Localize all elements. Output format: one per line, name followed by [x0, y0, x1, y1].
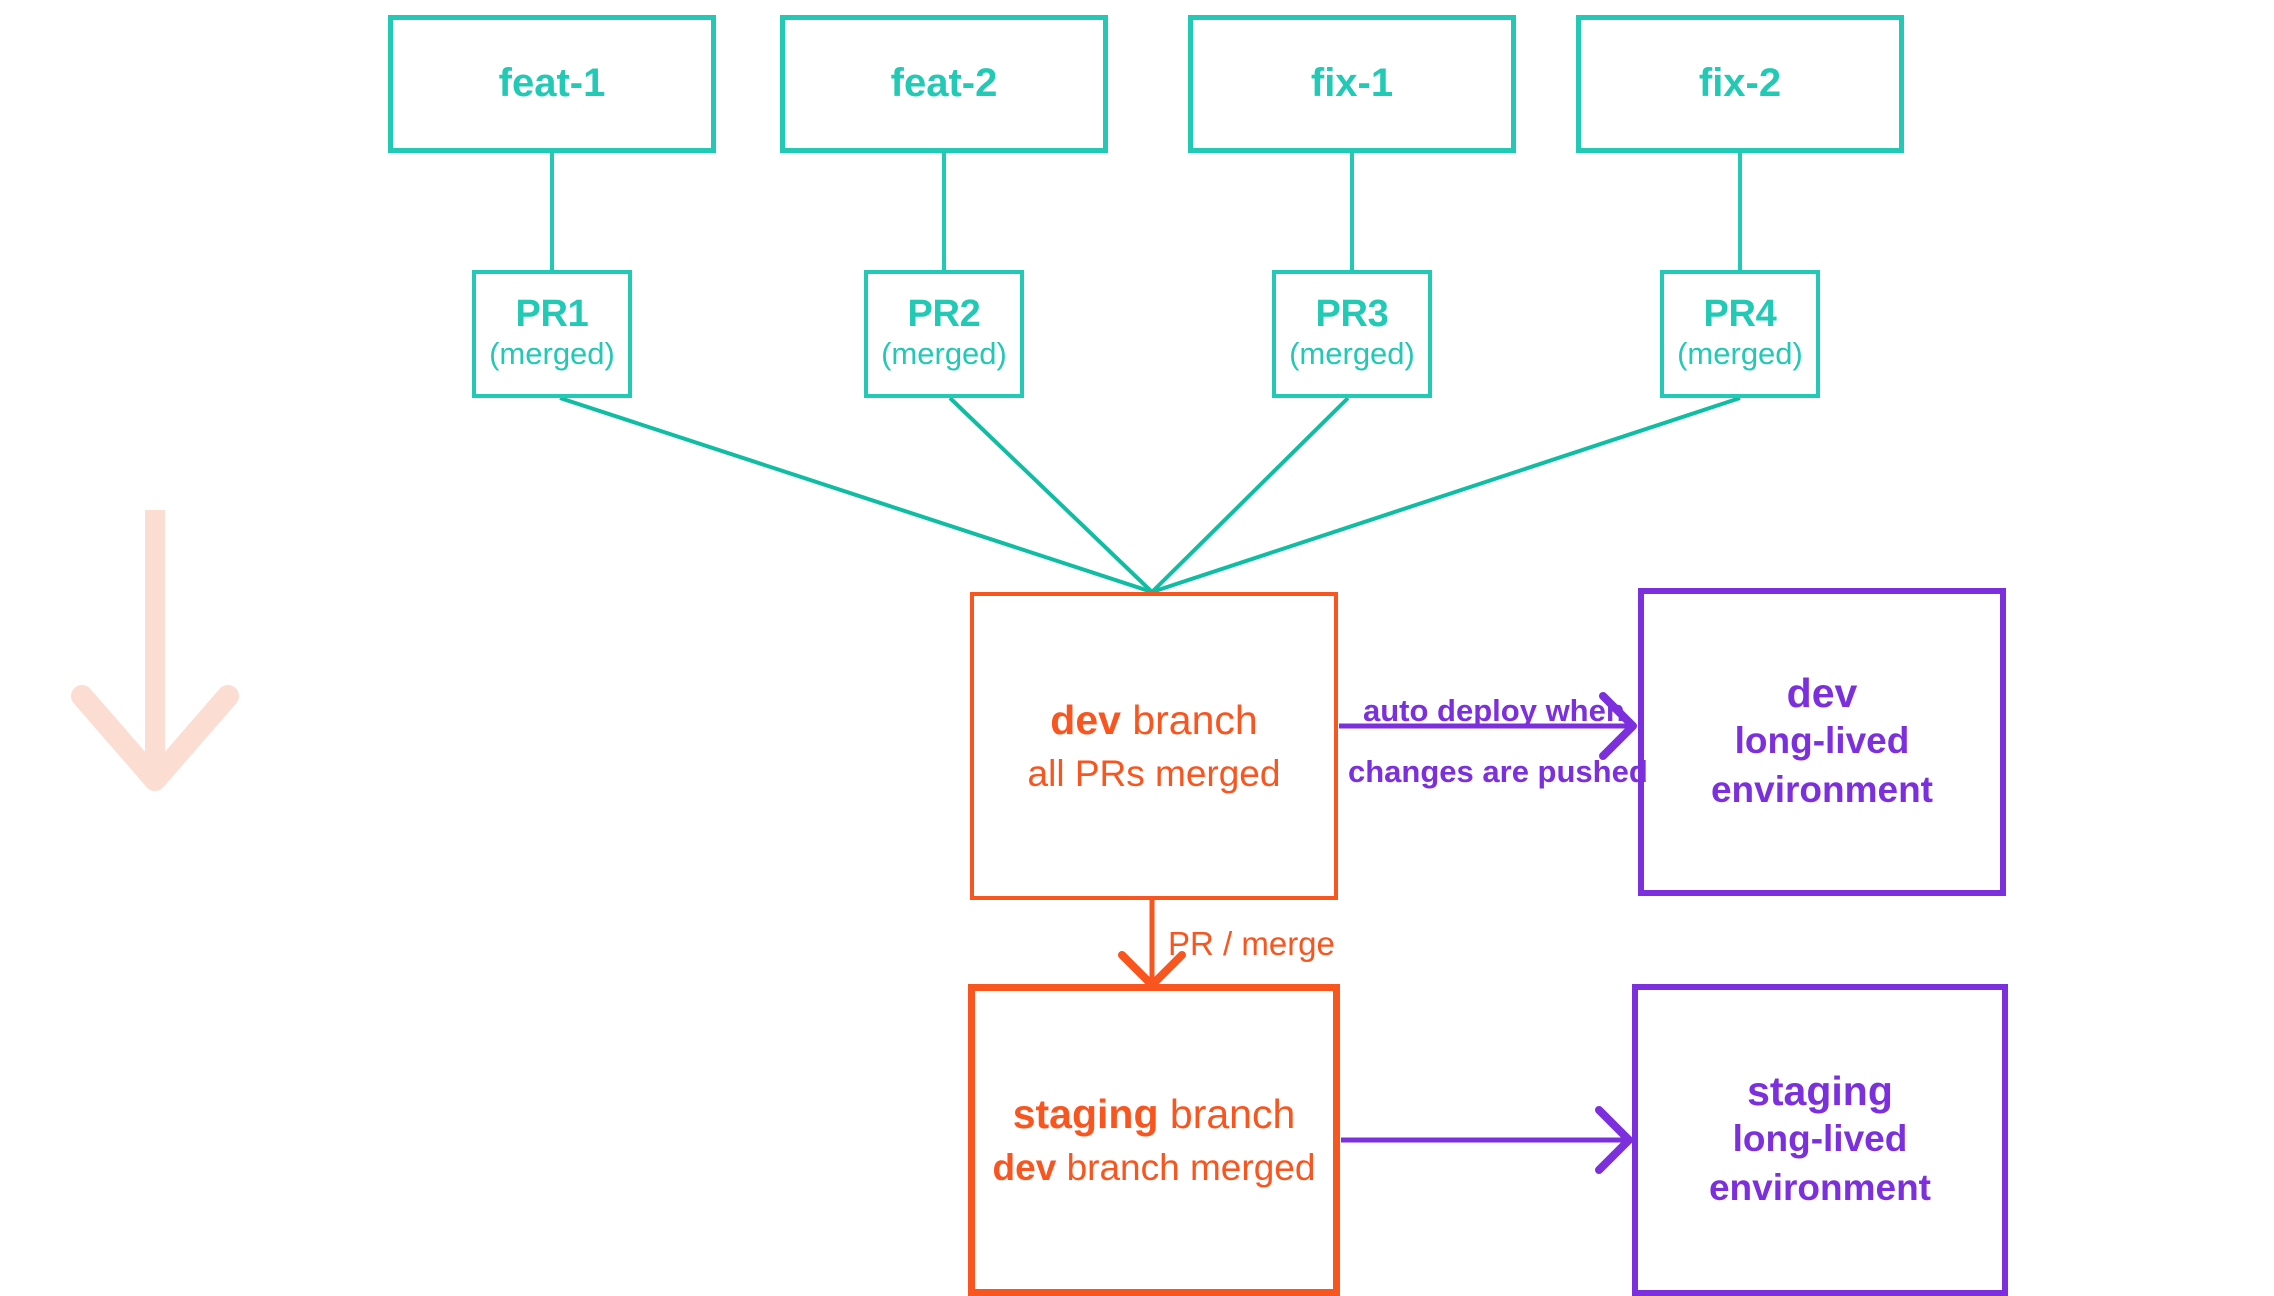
pr-title: PR3 — [1315, 293, 1389, 336]
branch-label: fix-1 — [1310, 61, 1394, 106]
pr-title: PR2 — [907, 293, 981, 336]
edge-label-auto-deploy-bottom: changes are pushed — [1348, 754, 1648, 789]
pr-box-pr2[interactable]: PR2 (merged) — [864, 270, 1024, 398]
staging-environment-line1: long-lived — [1732, 1118, 1908, 1160]
connector-pr3-dev — [1150, 396, 1350, 594]
branch-label: feat-2 — [890, 61, 998, 106]
staging-branch-title: staging branch — [1013, 1090, 1296, 1138]
pr-box-pr4[interactable]: PR4 (merged) — [1660, 270, 1820, 398]
dev-branch-box[interactable]: dev branch all PRs merged — [970, 592, 1338, 900]
staging-branch-detail-rest: branch merged — [1056, 1146, 1316, 1188]
branch-box-fix-2[interactable]: fix-2 — [1576, 15, 1904, 153]
branch-label: feat-1 — [498, 61, 606, 106]
branch-box-feat-1[interactable]: feat-1 — [388, 15, 716, 153]
pr-to-dev-connectors — [559, 396, 1741, 594]
branch-box-fix-1[interactable]: fix-1 — [1188, 15, 1516, 153]
connector-pr1-dev — [559, 396, 1153, 594]
pr-box-pr3[interactable]: PR3 (merged) — [1272, 270, 1432, 398]
branch-to-pr-connectors — [550, 152, 1742, 272]
staging-branch-box[interactable]: staging branch dev branch merged — [968, 984, 1340, 1296]
dev-branch-detail: all PRs merged — [1027, 752, 1281, 794]
staging-environment-name: staging — [1747, 1068, 1893, 1115]
staging-branch-detail: dev branch merged — [993, 1146, 1316, 1190]
edge-label-pr-merge: PR / merge — [1168, 925, 1335, 962]
downward-flow-arrow-icon — [71, 510, 239, 791]
pr-box-pr1[interactable]: PR1 (merged) — [472, 270, 632, 398]
dev-branch-name: dev — [1050, 697, 1121, 744]
branch-label: fix-2 — [1698, 61, 1782, 106]
edge-label-auto-deploy-top: auto deploy when — [1363, 693, 1625, 728]
connector-pr2-dev — [948, 396, 1154, 594]
pr-status: (merged) — [1289, 336, 1415, 372]
dev-branch-name-suffix: branch — [1120, 697, 1258, 744]
pr-status: (merged) — [489, 336, 615, 372]
dev-environment-name: dev — [1786, 670, 1858, 717]
staging-environment-line2: environment — [1708, 1166, 1932, 1208]
branch-box-feat-2[interactable]: feat-2 — [780, 15, 1108, 153]
dev-branch-title: dev branch — [1050, 696, 1257, 744]
dev-environment-line1: long-lived — [1734, 720, 1910, 762]
pr-title: PR1 — [515, 293, 589, 336]
staging-branch-name-suffix: branch — [1158, 1091, 1296, 1138]
connector-pr4-dev — [1151, 396, 1741, 594]
staging-branch-detail-strong: dev — [992, 1146, 1057, 1188]
staging-environment-box[interactable]: staging long-lived environment — [1632, 984, 2008, 1296]
staging-branch-name: staging — [1012, 1091, 1159, 1138]
pr-title: PR4 — [1703, 293, 1777, 336]
dev-environment-box[interactable]: dev long-lived environment — [1638, 588, 2006, 896]
pr-status: (merged) — [1677, 336, 1803, 372]
pr-status: (merged) — [881, 336, 1007, 372]
dev-environment-line2: environment — [1710, 768, 1934, 810]
